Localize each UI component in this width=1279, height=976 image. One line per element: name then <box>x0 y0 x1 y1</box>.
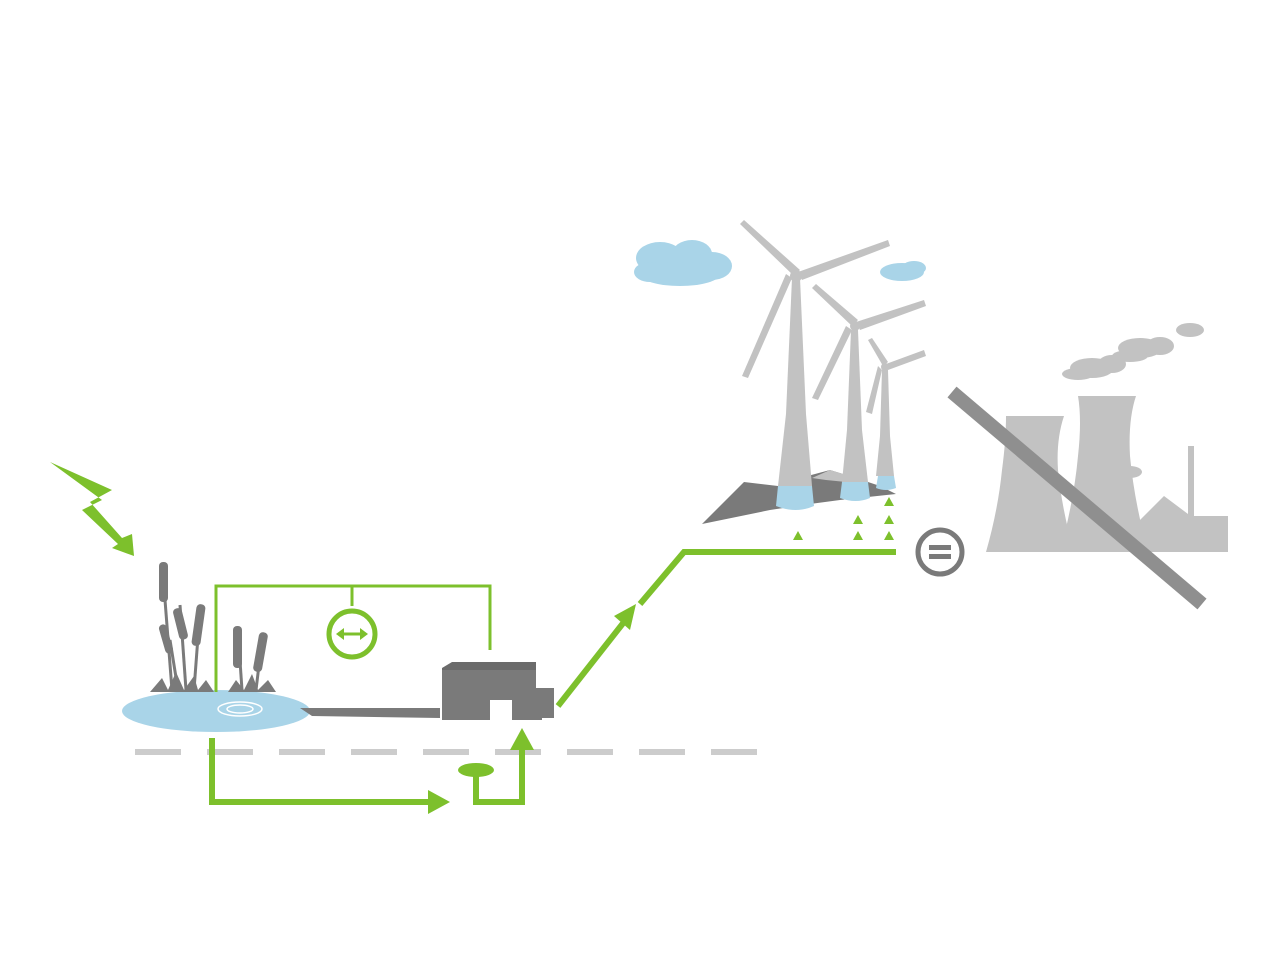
wind-turbine-large <box>740 220 890 510</box>
feed-in-arrows <box>793 497 894 540</box>
conventional-power-plant <box>986 396 1228 552</box>
energy-supply-arrow <box>555 549 896 708</box>
pond-with-reeds <box>122 562 310 732</box>
valve-icon <box>458 728 534 805</box>
lightning-bolt-icon <box>50 462 134 556</box>
crossed-out-icon <box>947 386 1207 610</box>
pumping-station <box>442 662 554 720</box>
bidirectional-exchange-icon <box>326 608 378 660</box>
wind-turbine-medium <box>812 284 926 501</box>
control-connection <box>214 584 492 692</box>
wind-turbine-small <box>866 338 926 490</box>
underground-flow-arrow <box>209 738 450 814</box>
clouds <box>634 240 1204 478</box>
pond <box>122 690 310 732</box>
equals-icon <box>915 527 965 577</box>
water-pipe <box>300 708 440 718</box>
